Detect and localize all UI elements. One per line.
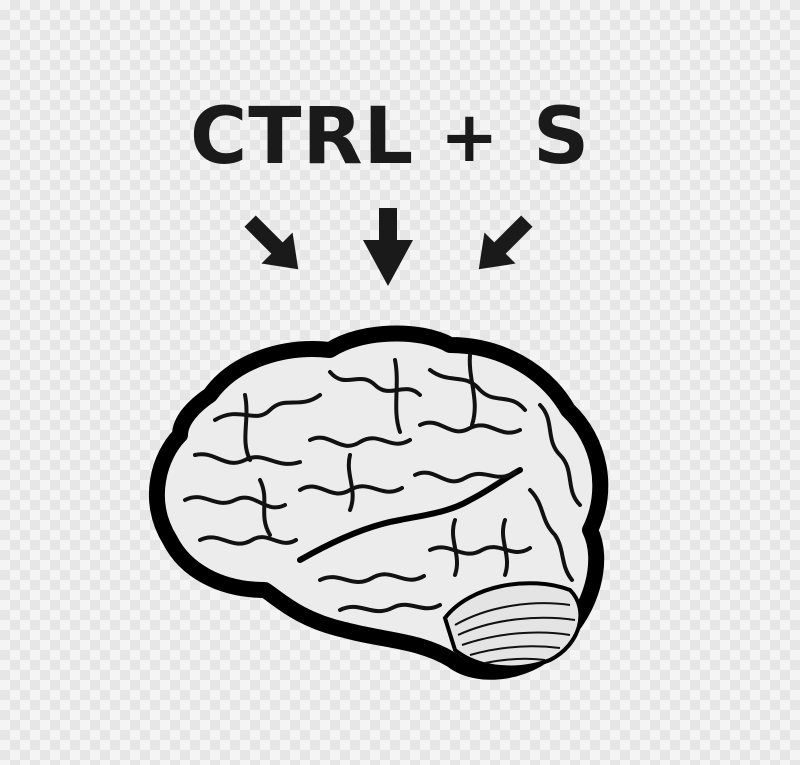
keyboard-shortcut: CTRL + S (0, 92, 800, 182)
cerebellum-lines (454, 602, 576, 664)
brain-sulci (183, 353, 582, 614)
arrow-down-icon (363, 208, 413, 286)
arrows-group (244, 208, 533, 286)
brain-lateral-sulcus (297, 467, 523, 563)
shortcut-letter-key: S (533, 92, 591, 182)
shortcut-modifier-key: CTRL (190, 92, 415, 182)
arrow-left-diagonal-icon (244, 215, 299, 270)
brain-icon (149, 325, 609, 680)
arrow-right-diagonal-icon (478, 215, 533, 270)
shortcut-plus-sign: + (440, 96, 500, 178)
